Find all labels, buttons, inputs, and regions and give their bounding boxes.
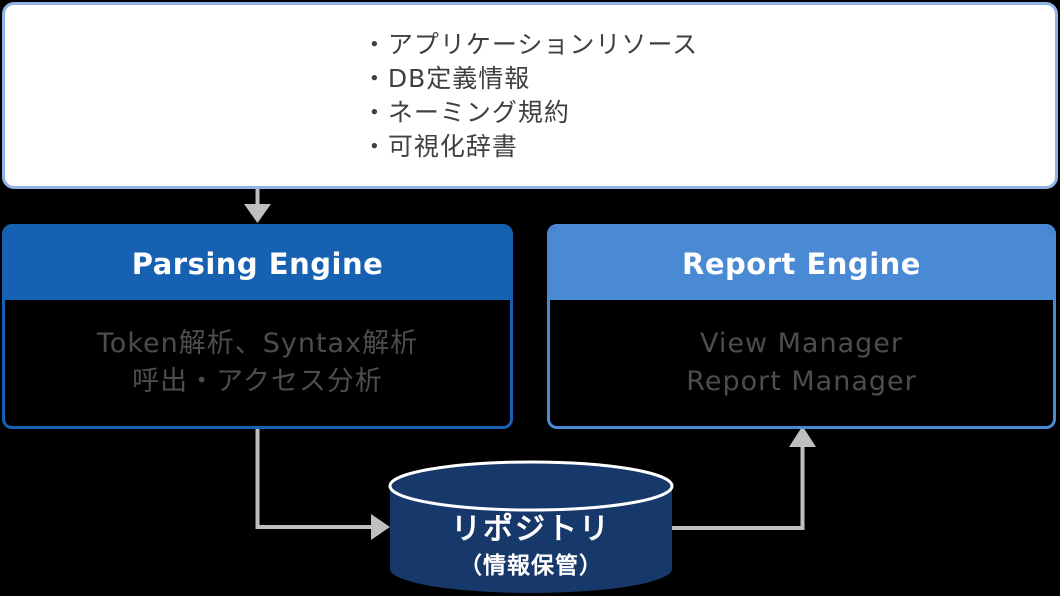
parsing-engine-box: Parsing Engine Token解析、Syntax解析 呼出・アクセス分… xyxy=(2,224,513,429)
parsing-engine-line-call-access: 呼出・アクセス分析 xyxy=(132,366,383,397)
arrow-parsing-to-repository-icon xyxy=(255,429,390,540)
resource-item-visualization-dictionary: ・可視化辞書 xyxy=(361,131,518,161)
resource-item-application-resources: ・アプリケーションリソース xyxy=(361,29,699,59)
arrow-resources-to-parsing-icon xyxy=(244,189,271,223)
input-resources-box: ・アプリケーションリソース ・DB定義情報 ・ネーミング規約 ・可視化辞書 xyxy=(2,2,1058,189)
report-engine-body: View Manager Report Manager xyxy=(550,300,1053,426)
report-engine-box: Report Engine View Manager Report Manage… xyxy=(547,224,1056,429)
resource-item-naming-rules: ・ネーミング規約 xyxy=(361,97,570,127)
resource-item-db-definition: ・DB定義情報 xyxy=(361,63,531,93)
parsing-engine-body: Token解析、Syntax解析 呼出・アクセス分析 xyxy=(5,300,510,426)
resource-bullet-list: ・アプリケーションリソース ・DB定義情報 ・ネーミング規約 ・可視化辞書 xyxy=(362,28,698,164)
report-engine-line-report-manager: Report Manager xyxy=(686,366,917,397)
report-engine-title: Report Engine xyxy=(550,227,1053,300)
repository-title: リポジトリ xyxy=(451,512,611,547)
repository-subtitle: （情報保管） xyxy=(459,553,603,579)
arrow-repository-to-report-icon xyxy=(672,426,816,530)
parsing-engine-line-token-syntax: Token解析、Syntax解析 xyxy=(96,328,419,359)
report-engine-line-view-manager: View Manager xyxy=(699,328,903,359)
parsing-engine-title: Parsing Engine xyxy=(5,227,510,300)
